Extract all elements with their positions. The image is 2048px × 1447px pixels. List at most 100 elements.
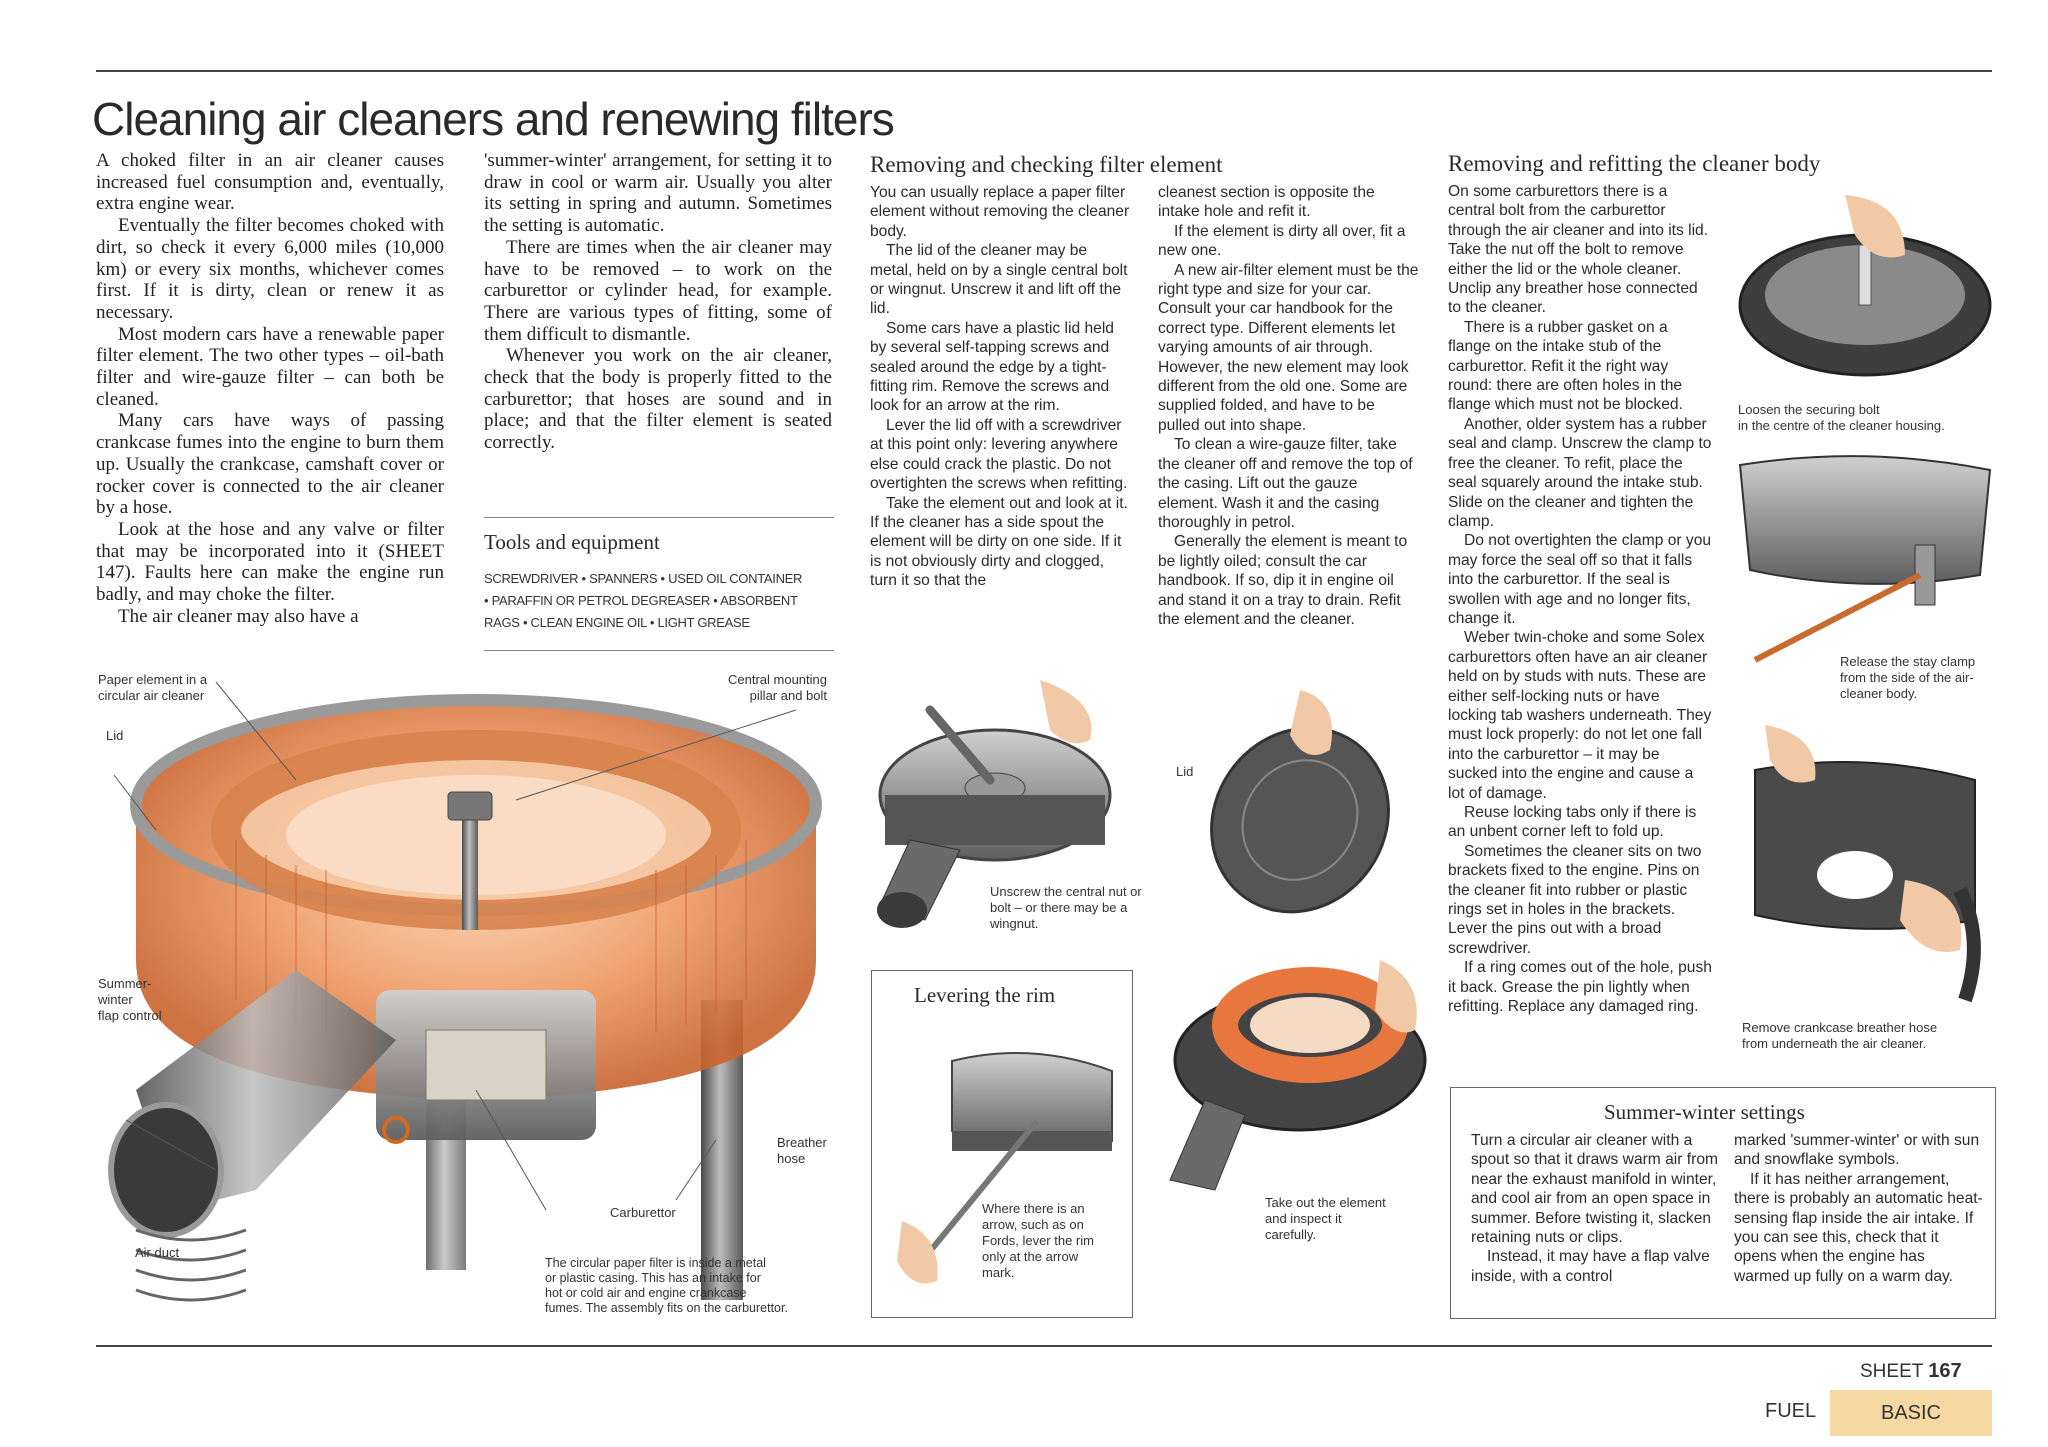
cleaner-rim <box>952 1131 1112 1151</box>
label-paper-element: Paper element in a circular air cleaner <box>98 672 207 704</box>
take-out-element-illustration <box>1169 960 1427 1191</box>
caption-line: in the centre of the cleaner housing. <box>1738 418 1945 433</box>
caption-line: wingnut. <box>990 916 1039 931</box>
label-line: pillar and bolt <box>749 688 827 703</box>
body-paragraph: Sometimes the cleaner sits on two bracke… <box>1448 842 1702 957</box>
caption-line: Remove crankcase breather hose <box>1742 1020 1938 1035</box>
body-paragraph: There is a rubber gasket on a flange on … <box>1448 318 1683 414</box>
summer-winter-column-1: Turn a circular air cleaner with a spout… <box>1471 1131 1721 1286</box>
lid-label: Lid <box>1176 764 1194 779</box>
securing-bolt-illustration <box>1738 195 1992 377</box>
hose-hole <box>1817 851 1893 899</box>
caption-line: fumes. The assembly fits on the carburet… <box>545 1301 788 1315</box>
intro-column-2: 'summer-winter' arrangement, for setting… <box>484 150 832 454</box>
lifted-lid <box>1210 726 1390 914</box>
label-air-duct: Air duct <box>135 1245 180 1260</box>
caption-line: only at the arrow <box>982 1249 1079 1264</box>
body-paragraph: Do not overtighten the clamp or you may … <box>1448 532 1712 627</box>
label-central-pillar: Central mounting pillar and bolt <box>728 672 827 704</box>
hand <box>1900 880 1962 952</box>
intro-paragraph: Many cars have ways of passing crankcase… <box>96 410 444 519</box>
levering-caption: Where there is an arrow, such as on Ford… <box>982 1201 1094 1281</box>
breather-hose <box>1953 886 1981 1003</box>
carburettor-spring <box>382 1116 410 1144</box>
label-line: winter <box>98 992 133 1007</box>
spanner <box>925 705 995 785</box>
summer-winter-column-2: marked 'summer-winter' or with sun and s… <box>1734 1131 1984 1286</box>
screwdriver <box>1753 572 1922 663</box>
body-paragraph: A new air-filter element must be the rig… <box>1158 261 1419 434</box>
removing-refitting-heading: Removing and refitting the cleaner body <box>1448 151 1821 176</box>
body-paragraph: If a ring comes out of the hole, push it… <box>1448 959 1712 1016</box>
caption-line: cleaner body. <box>1840 686 1918 701</box>
removing-refitting-text: On some carburettors there is a central … <box>1448 182 1712 1016</box>
body-paragraph: You can usually replace a paper filter e… <box>870 184 1130 240</box>
carburettor-block <box>425 1029 547 1101</box>
spout-mouth <box>877 892 927 928</box>
caption-line: carefully. <box>1265 1227 1317 1242</box>
intro-paragraph: The air cleaner may also have a <box>118 605 359 627</box>
breather-hose-illustration <box>1754 725 1981 1003</box>
intro-paragraph: Eventually the filter becomes choked wit… <box>96 215 444 323</box>
body-paragraph: Take the element out and look at it. If … <box>870 494 1128 590</box>
summer-winter-box: Summer-winter settings Turn a circular a… <box>1450 1087 1996 1319</box>
label-line: Central mounting <box>728 672 827 687</box>
removing-checking-column-2: cleanest section is opposite the intake … <box>1158 183 1420 629</box>
label-lid: Lid <box>106 728 124 743</box>
body-paragraph: Instead, it may have a flap valve inside… <box>1471 1248 1710 1285</box>
intro-paragraph: A choked filter in an air cleaner causes… <box>96 150 444 215</box>
stay-clamp-illustration <box>1738 455 1992 663</box>
label-line: Breather <box>777 1135 827 1150</box>
caption-line: mark. <box>982 1265 1015 1280</box>
intro-paragraph: Look at the hose and any valve or filter… <box>96 518 444 606</box>
sheet-number: SHEET 167 <box>1860 1360 1962 1383</box>
caption-line: from underneath the air cleaner. <box>1742 1036 1927 1051</box>
level-badge: BASIC <box>1830 1390 1992 1436</box>
section-label: FUEL <box>1765 1400 1817 1422</box>
caption-line: and inspect it <box>1265 1211 1342 1226</box>
tools-line: • PARAFFIN OR PETROL DEGREASER • ABSORBE… <box>484 593 798 608</box>
removing-checking-heading: Removing and checking filter element <box>870 152 1223 177</box>
caption-line: Unscrew the central nut or <box>990 884 1142 899</box>
hand <box>1765 725 1816 783</box>
sheet-value: 167 <box>1928 1360 1962 1382</box>
tools-box: Tools and equipment SCREWDRIVER • SPANNE… <box>484 517 834 651</box>
air-cleaner-cutaway-illustration <box>108 681 822 1302</box>
caption-line: hot or cold air and engine crankcase <box>545 1286 747 1300</box>
levering-heading: Levering the rim <box>914 983 1056 1007</box>
caption-line: arrow, such as on <box>982 1217 1084 1232</box>
intro-paragraph: There are times when the air cleaner may… <box>484 236 832 345</box>
intro-paragraph: Most modern cars have a renewable paper … <box>96 323 444 410</box>
body-paragraph: Turn a circular air cleaner with a spout… <box>1471 1132 1718 1247</box>
caption-line: Where there is an <box>982 1201 1085 1216</box>
air-duct-mouth <box>108 1102 224 1238</box>
air-duct-corrugations <box>135 1228 247 1302</box>
sheet-label: SHEET <box>1860 1361 1924 1382</box>
levering-rim-box: Levering the rim Where there is an arrow… <box>871 970 1133 1318</box>
body-paragraph: The lid of the cleaner may be metal, hel… <box>870 242 1128 318</box>
caption-line: or plastic casing. This has an intake fo… <box>545 1271 761 1285</box>
lid-ring <box>1241 759 1359 881</box>
body-paragraph: Generally the element is meant to be lig… <box>1158 533 1408 628</box>
body-paragraph: If the element is dirty all over, fit a … <box>1158 222 1406 260</box>
screwdriver <box>919 1119 1040 1263</box>
levering-illustration <box>897 1052 1113 1284</box>
unscrew-lid-illustration <box>877 680 1112 928</box>
intro-paragraph: 'summer-winter' arrangement, for setting… <box>484 150 832 237</box>
label-summer-winter: Summer- winter flap control <box>98 976 162 1024</box>
bottom-rule <box>96 1345 1992 1347</box>
cleaner-body <box>1738 455 1992 585</box>
body-paragraph: To clean a wire-gauze filter, take the c… <box>1158 436 1413 531</box>
body-paragraph: Reuse locking tabs only if there is an u… <box>1448 804 1697 841</box>
intro-paragraph: Whenever you work on the air cleaner, ch… <box>484 345 832 454</box>
securing-bolt <box>1858 244 1872 306</box>
label-breather-hose: Breather hose <box>777 1135 827 1167</box>
filter-element-centre <box>1250 997 1370 1053</box>
body-paragraph: Another, older system has a rubber seal … <box>1448 415 1712 530</box>
caption-line: Fords, lever the rim <box>982 1233 1094 1248</box>
breather-hose-caption: Remove crankcase breather hose from unde… <box>1742 1020 1937 1052</box>
hand <box>1845 195 1905 258</box>
label-leaders <box>113 681 797 1211</box>
tools-list: SCREWDRIVER • SPANNERS • USED OIL CONTAI… <box>484 568 834 634</box>
lift-lid-illustration <box>1210 690 1390 914</box>
